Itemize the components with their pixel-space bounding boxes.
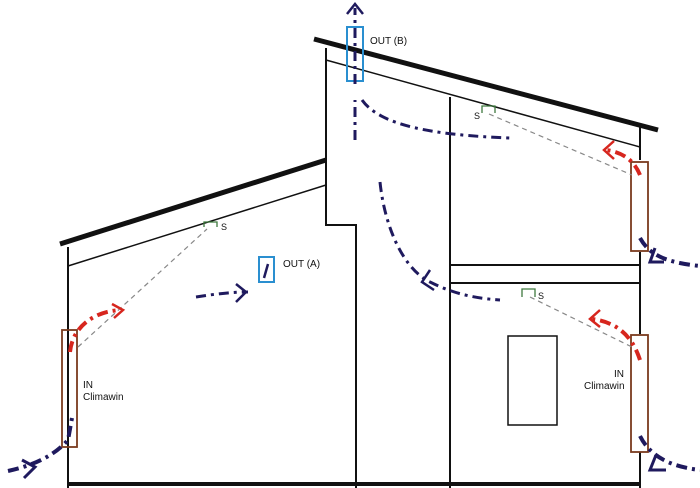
vent-box-out-a (258, 256, 275, 283)
left-ceiling (67, 184, 327, 267)
sensor-bracket-upper-right (481, 105, 496, 113)
intake-flow-left (68, 308, 121, 353)
climawin-window-left (61, 329, 78, 448)
right-ceiling (325, 59, 641, 148)
label-out-b: OUT (B) (370, 36, 407, 47)
intake-arrow-right-lower (588, 309, 601, 328)
outside-arrow-right-lower (647, 454, 666, 472)
exhaust-flow-central-curve (378, 181, 501, 302)
intake-arrow-right-upper (602, 140, 615, 160)
exhaust-arrow-left-room (235, 283, 248, 303)
exhaust-arrow-stack (346, 1, 364, 15)
exhaust-flow-left-room (195, 290, 249, 299)
label-out-a: OUT (A) (283, 259, 320, 270)
central-wall (325, 48, 357, 488)
left-roof (59, 157, 327, 247)
label-in-left-2: Climawin (83, 392, 124, 403)
sensor-line-left (77, 228, 208, 348)
label-in-right-1: IN (614, 369, 624, 380)
sensor-bracket-left (203, 221, 218, 227)
sensor-line-lower-right (529, 296, 633, 348)
sensor-line-upper-right (488, 113, 633, 176)
outside-flow-right-upper (638, 236, 700, 268)
climawin-window-right-lower (630, 334, 649, 453)
exhaust-flow-upper-right-room (360, 99, 511, 140)
climawin-window-right-upper (630, 161, 649, 252)
vent-a-inner (262, 263, 270, 279)
right-roof (313, 36, 659, 133)
sensor-label-lower-right: S (538, 291, 544, 301)
outside-arrow-right-upper (647, 247, 664, 264)
sensor-bracket-lower-right (521, 288, 536, 297)
sensor-label-upper-right: S (474, 111, 480, 121)
intake-flow-right-upper (605, 148, 642, 176)
outside-flow-left (7, 417, 74, 473)
label-in-right-2: Climawin (584, 381, 625, 392)
outside-arrow-left (21, 458, 38, 480)
outside-flow-right-lower (638, 435, 700, 472)
interior-door (507, 335, 558, 426)
intake-flow-right-lower (591, 317, 642, 361)
sensor-label-left: S (221, 222, 227, 232)
exhaust-arrow-central (420, 269, 435, 292)
label-in-left-1: IN (83, 380, 93, 391)
intake-arrow-left (111, 302, 126, 319)
